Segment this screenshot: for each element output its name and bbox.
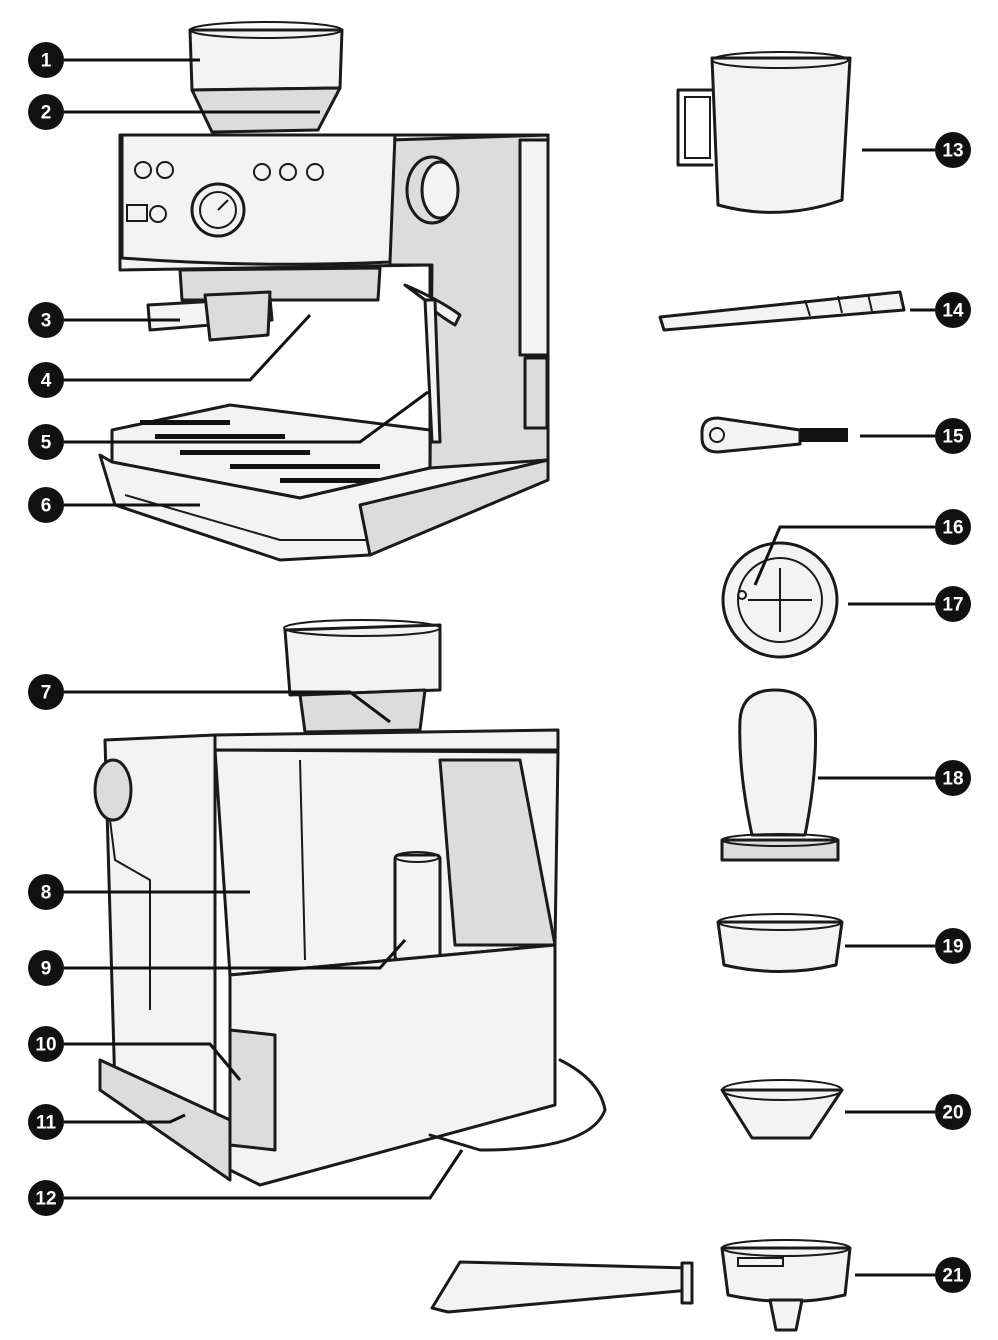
cleaning-disc-icon [721, 541, 839, 659]
dosing-funnel-icon [720, 1079, 844, 1140]
callout-11-label: 11 [36, 1113, 57, 1134]
cleaning-strip-icon [658, 290, 906, 332]
callout-15: 15 [935, 418, 971, 454]
cleaning-brush-icon [700, 416, 848, 454]
callout-3: 3 [28, 302, 64, 338]
callout-4: 4 [28, 362, 64, 398]
callout-8: 8 [28, 874, 64, 910]
callout-1: 1 [28, 42, 64, 78]
espresso-machine-rear [93, 619, 607, 1187]
callout-19: 19 [935, 928, 971, 964]
callout-10: 10 [28, 1026, 64, 1062]
callout-14-label: 14 [942, 301, 964, 322]
callout-12-label: 12 [35, 1189, 56, 1210]
callout-13-label: 13 [942, 141, 963, 162]
callout-2: 2 [28, 94, 64, 130]
espresso-machine-front [98, 21, 550, 562]
callout-6-label: 6 [41, 496, 52, 517]
callout-9: 9 [28, 950, 64, 986]
callout-3-label: 3 [41, 311, 52, 332]
callout-7: 7 [28, 674, 64, 710]
callout-8-label: 8 [41, 883, 52, 904]
callout-17-label: 17 [942, 595, 963, 616]
callout-5: 5 [28, 424, 64, 460]
callout-12: 12 [28, 1180, 64, 1216]
callout-13: 13 [935, 132, 971, 168]
callout-2-label: 2 [41, 103, 52, 124]
callout-18: 18 [935, 760, 971, 796]
callout-16: 16 [935, 509, 971, 545]
milk-jug-icon [676, 51, 852, 214]
callout-17: 17 [935, 586, 971, 622]
callout-11: 11 [28, 1104, 64, 1140]
callout-19-label: 19 [942, 937, 963, 958]
callout-21-label: 21 [942, 1266, 964, 1287]
callout-7-label: 7 [41, 683, 52, 704]
callout-1-label: 1 [41, 51, 52, 72]
callout-9-label: 9 [41, 959, 52, 980]
callout-21: 21 [935, 1257, 971, 1293]
leader-lines [64, 58, 935, 1277]
callout-15-label: 15 [942, 427, 964, 448]
callout-16-label: 16 [942, 518, 963, 539]
portafilter-icon [430, 1239, 852, 1332]
callout-14: 14 [935, 292, 971, 328]
callout-20-label: 20 [942, 1103, 963, 1124]
callout-20: 20 [935, 1094, 971, 1130]
callout-10-label: 10 [35, 1035, 56, 1056]
callout-18-label: 18 [942, 769, 963, 790]
callout-6: 6 [28, 487, 64, 523]
tamper-icon [720, 688, 840, 862]
callout-4-label: 4 [41, 371, 52, 392]
filter-basket-icon [716, 913, 844, 973]
callout-5-label: 5 [41, 433, 52, 454]
